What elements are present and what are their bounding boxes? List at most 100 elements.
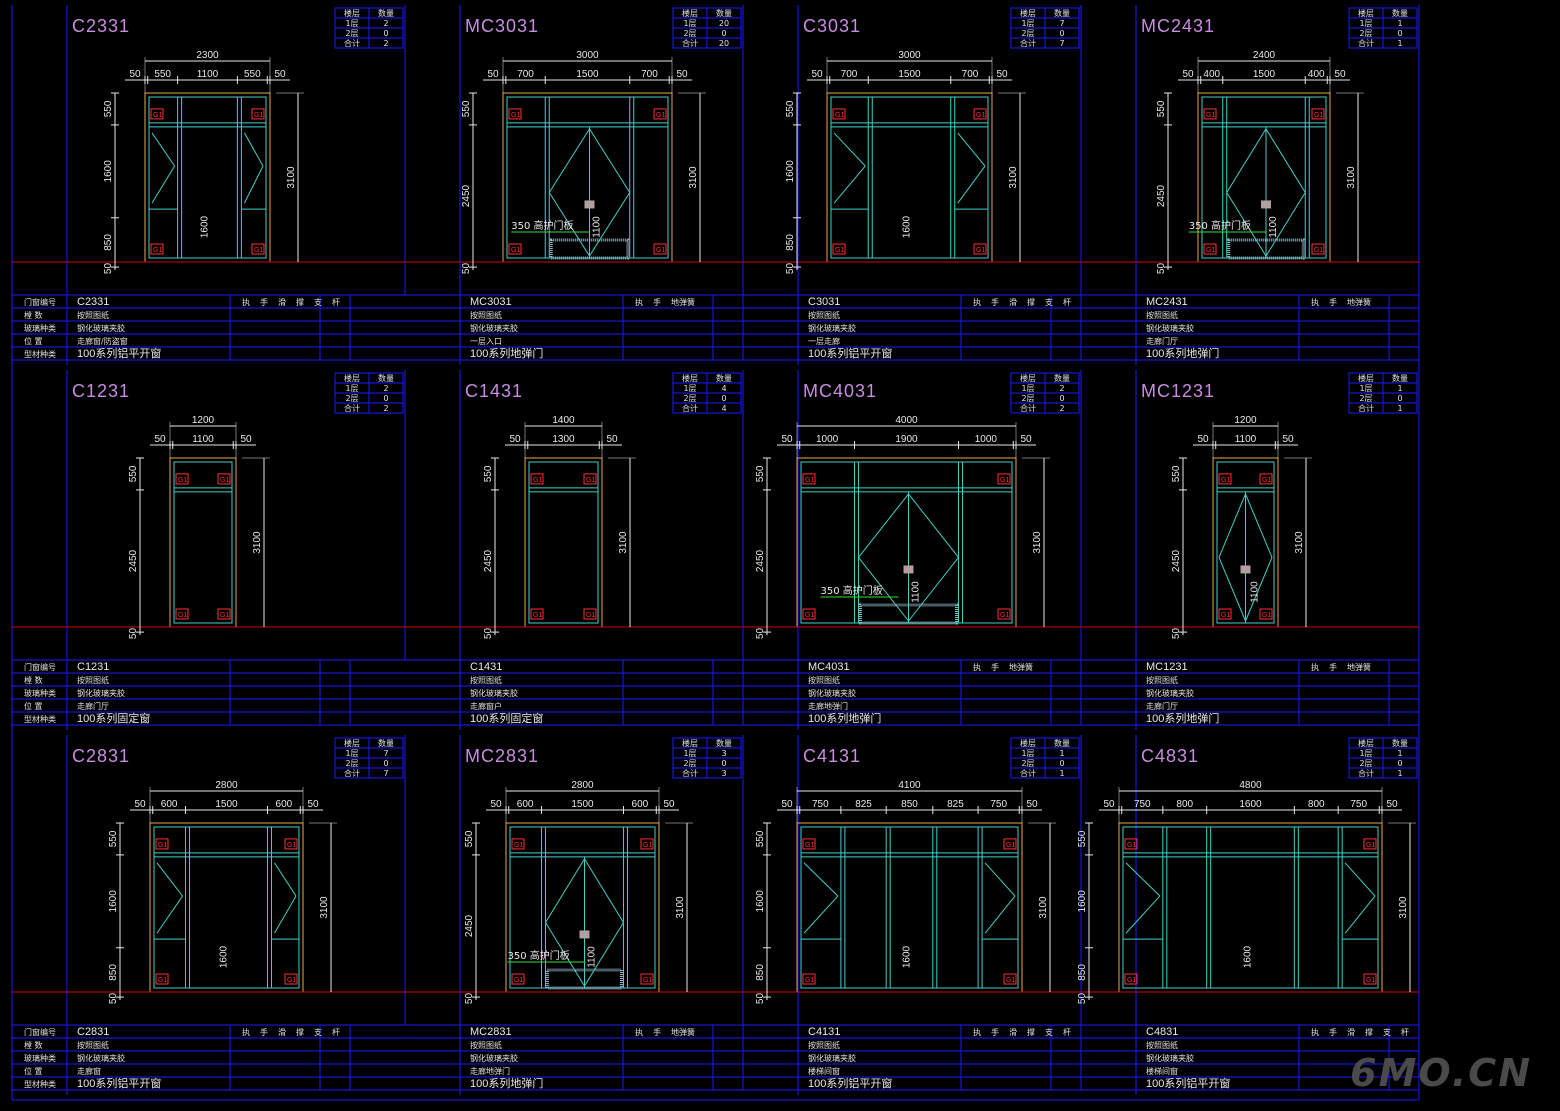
glass-tag-label: G1	[1314, 247, 1323, 254]
glass-tag-icon	[832, 243, 846, 255]
quantity-value: 1	[1397, 769, 1402, 778]
segment-height-dim: 50	[128, 628, 139, 640]
casement-line	[803, 862, 839, 897]
segment-height-dim: 850	[103, 234, 114, 251]
glass-tag-label: G1	[158, 977, 167, 984]
overall-height-dim: 3100	[1346, 166, 1357, 189]
segment-width-dim: 50	[154, 434, 166, 445]
hardware-header: 执	[973, 662, 981, 672]
spec-row-label: 位 置	[24, 701, 43, 711]
hardware-header: 执	[973, 297, 981, 307]
segment-height-dim: 50	[1171, 628, 1182, 640]
quantity-value: 4	[721, 384, 726, 393]
glass-tag-icon	[150, 243, 164, 255]
quantity-value: 0	[383, 394, 388, 403]
glass-tag-icon	[653, 108, 667, 120]
segment-width-dim: 600	[517, 799, 534, 810]
glass-tag-icon	[1218, 473, 1232, 485]
quantity-header-count: 数量	[1054, 373, 1070, 383]
segment-width-dim: 550	[154, 69, 171, 80]
inner-height-dim: 1600	[902, 945, 913, 968]
spec-row-value: 100系列固定窗	[77, 711, 150, 725]
overall-width-dim: 1200	[192, 415, 215, 426]
glass-tag-icon	[530, 608, 544, 620]
segment-width-dim: 50	[1334, 69, 1346, 80]
segment-width-dim: 1100	[197, 69, 219, 80]
quantity-floor-label: 合计	[1358, 38, 1374, 48]
quantity-floor-label: 合计	[682, 403, 698, 413]
quantity-value: 20	[719, 39, 729, 48]
glass-tag-label: G1	[1127, 842, 1136, 849]
quantity-value: 1	[1059, 769, 1064, 778]
quantity-floor-label: 2层	[1021, 29, 1034, 38]
glass-tag-label: G1	[643, 842, 652, 849]
quantity-header-count: 数量	[1392, 738, 1408, 748]
glass-tag-label: G1	[220, 612, 229, 619]
glass-tag-label: G1	[178, 477, 187, 484]
casement-line	[833, 165, 866, 204]
spec-row-value: MC3031	[470, 296, 512, 308]
glass-tag-icon	[583, 608, 597, 620]
glass-tag-label: G1	[1366, 842, 1375, 849]
hardware-header: 手	[991, 1027, 999, 1037]
quantity-floor-label: 1层	[683, 384, 696, 393]
segment-width-dim: 600	[632, 799, 649, 810]
spec-row-value: 按照图纸	[470, 1040, 502, 1050]
spec-row-value: 按照图纸	[808, 1040, 840, 1050]
casement-line	[833, 132, 866, 167]
glass-tag-label: G1	[178, 612, 187, 619]
inner-height-dim: 1100	[1250, 581, 1261, 603]
glass-tag-icon	[155, 838, 169, 850]
casement-line	[1344, 895, 1376, 934]
inner-height-dim: 1600	[200, 215, 211, 238]
glass-tag-icon	[802, 973, 816, 985]
casement-line	[957, 132, 986, 167]
segment-height-dim: 50	[464, 993, 475, 1005]
glass-tag-icon	[1003, 973, 1017, 985]
segment-width-dim: 1300	[552, 434, 575, 445]
protection-plate-note: 350 高护门板	[508, 949, 570, 962]
overall-width-dim: 4800	[1239, 780, 1262, 791]
glass-tag-label: G1	[220, 477, 229, 484]
quantity-floor-label: 1层	[1359, 19, 1372, 28]
glass-tag-icon	[802, 473, 816, 485]
hardware-header: 手	[260, 297, 268, 307]
quantity-floor-label: 2层	[345, 394, 358, 403]
quantity-value: 7	[383, 769, 388, 778]
quantity-value: 7	[1059, 19, 1064, 28]
inner-height-dim: 1100	[911, 581, 922, 603]
glass-tag-label: G1	[586, 612, 595, 619]
casement-line	[1125, 862, 1161, 897]
segment-width-dim: 1900	[895, 434, 918, 445]
quantity-value: 0	[1059, 394, 1064, 403]
hardware-header: 滑	[1009, 1027, 1017, 1037]
swing-line	[584, 858, 624, 923]
quantity-header-count: 数量	[716, 738, 732, 748]
glass-tag-icon	[1311, 243, 1325, 255]
site-watermark: 6MO.CN	[1350, 1051, 1532, 1095]
quantity-value: 0	[721, 394, 726, 403]
glass-tag-label: G1	[976, 247, 985, 254]
segment-width-dim: 50	[996, 69, 1008, 80]
quantity-header-count: 数量	[378, 738, 394, 748]
quantity-value: 0	[383, 29, 388, 38]
glass-tag-icon	[1124, 838, 1138, 850]
quantity-floor-label: 合计	[1358, 403, 1374, 413]
casement-line	[803, 895, 839, 934]
quantity-value: 0	[721, 29, 726, 38]
protection-plate-note: 350 高护门板	[511, 219, 573, 232]
glass-tag-label: G1	[1221, 477, 1230, 484]
segment-height-dim: 850	[1077, 964, 1088, 981]
overall-width-dim: 1400	[552, 415, 575, 426]
glass-tag-label: G1	[1262, 612, 1271, 619]
quantity-floor-label: 合计	[344, 768, 360, 778]
segment-width-dim: 400	[1203, 69, 1220, 80]
glass-tag-label: G1	[1206, 112, 1215, 119]
quantity-value: 0	[721, 759, 726, 768]
swing-line	[589, 128, 631, 193]
hardware-header: 杆	[1063, 1027, 1071, 1037]
segment-height-dim: 1600	[103, 160, 114, 183]
segment-height-dim: 550	[461, 100, 472, 117]
